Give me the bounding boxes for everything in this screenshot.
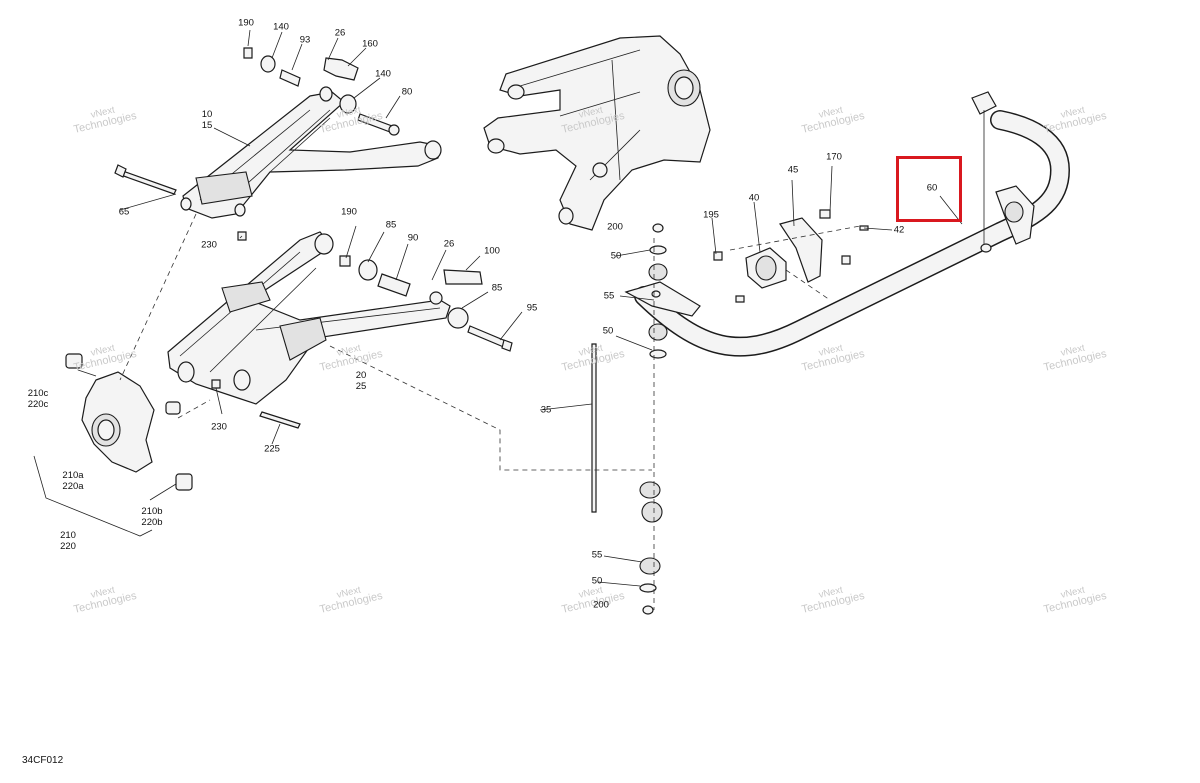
callout-42[interactable]: 42 bbox=[893, 224, 905, 236]
callout-10-15[interactable]: 10 15 bbox=[201, 109, 213, 131]
callout-55[interactable]: 55 bbox=[603, 290, 615, 302]
callout-85[interactable]: 85 bbox=[385, 219, 397, 231]
callout-65[interactable]: 65 bbox=[118, 206, 130, 218]
callout-160[interactable]: 160 bbox=[362, 38, 378, 50]
link-rod-35 bbox=[591, 223, 668, 615]
callout-170[interactable]: 170 bbox=[826, 151, 842, 163]
callout-230[interactable]: 230 bbox=[201, 239, 217, 251]
callout-26[interactable]: 26 bbox=[334, 27, 346, 39]
lower-arm-hardware bbox=[211, 255, 513, 429]
callout-140[interactable]: 140 bbox=[375, 68, 391, 80]
callout-45[interactable]: 45 bbox=[787, 164, 799, 176]
upper-arm-hardware bbox=[114, 47, 400, 241]
callout-50[interactable]: 50 bbox=[610, 250, 622, 262]
callout-100[interactable]: 100 bbox=[484, 245, 500, 257]
callout-210a-220a[interactable]: 210a 220a bbox=[62, 470, 84, 492]
callout-60[interactable]: 60 bbox=[926, 182, 938, 194]
callout-225[interactable]: 225 bbox=[264, 443, 280, 455]
callout-50[interactable]: 50 bbox=[591, 575, 603, 587]
callout-85[interactable]: 85 bbox=[491, 282, 503, 294]
sway-bar-brackets bbox=[713, 91, 1035, 303]
callout-195[interactable]: 195 bbox=[703, 209, 719, 221]
assembly-lines bbox=[119, 213, 861, 610]
knuckle-assembly bbox=[65, 353, 193, 491]
callout-140[interactable]: 140 bbox=[273, 21, 289, 33]
callout-90[interactable]: 90 bbox=[407, 232, 419, 244]
diagram-code: 34CF012 bbox=[22, 755, 64, 766]
callout-210b-220b[interactable]: 210b 220b bbox=[141, 506, 163, 528]
callout-50[interactable]: 50 bbox=[602, 325, 614, 337]
callout-40[interactable]: 40 bbox=[748, 192, 760, 204]
callout-80[interactable]: 80 bbox=[401, 86, 413, 98]
callout-200[interactable]: 200 bbox=[607, 221, 623, 233]
callout-35[interactable]: 35 bbox=[540, 404, 552, 416]
callout-190[interactable]: 190 bbox=[341, 206, 357, 218]
callout-210c-220c[interactable]: 210c 220c bbox=[27, 388, 49, 410]
callout-200[interactable]: 200 bbox=[593, 599, 609, 611]
lower-a-arm bbox=[167, 231, 451, 405]
callout-26[interactable]: 26 bbox=[443, 238, 455, 250]
frame-section bbox=[483, 35, 711, 231]
callout-210-220[interactable]: 210 220 bbox=[60, 530, 76, 552]
callout-55[interactable]: 55 bbox=[591, 549, 603, 561]
callout-20-25[interactable]: 20 25 bbox=[355, 370, 367, 392]
callout-230[interactable]: 230 bbox=[211, 421, 227, 433]
upper-a-arm bbox=[180, 91, 442, 219]
callout-190[interactable]: 190 bbox=[238, 17, 254, 29]
leader-lines bbox=[77, 29, 963, 587]
callout-95[interactable]: 95 bbox=[526, 302, 538, 314]
highlight-box bbox=[896, 156, 962, 222]
callout-93[interactable]: 93 bbox=[299, 34, 311, 46]
